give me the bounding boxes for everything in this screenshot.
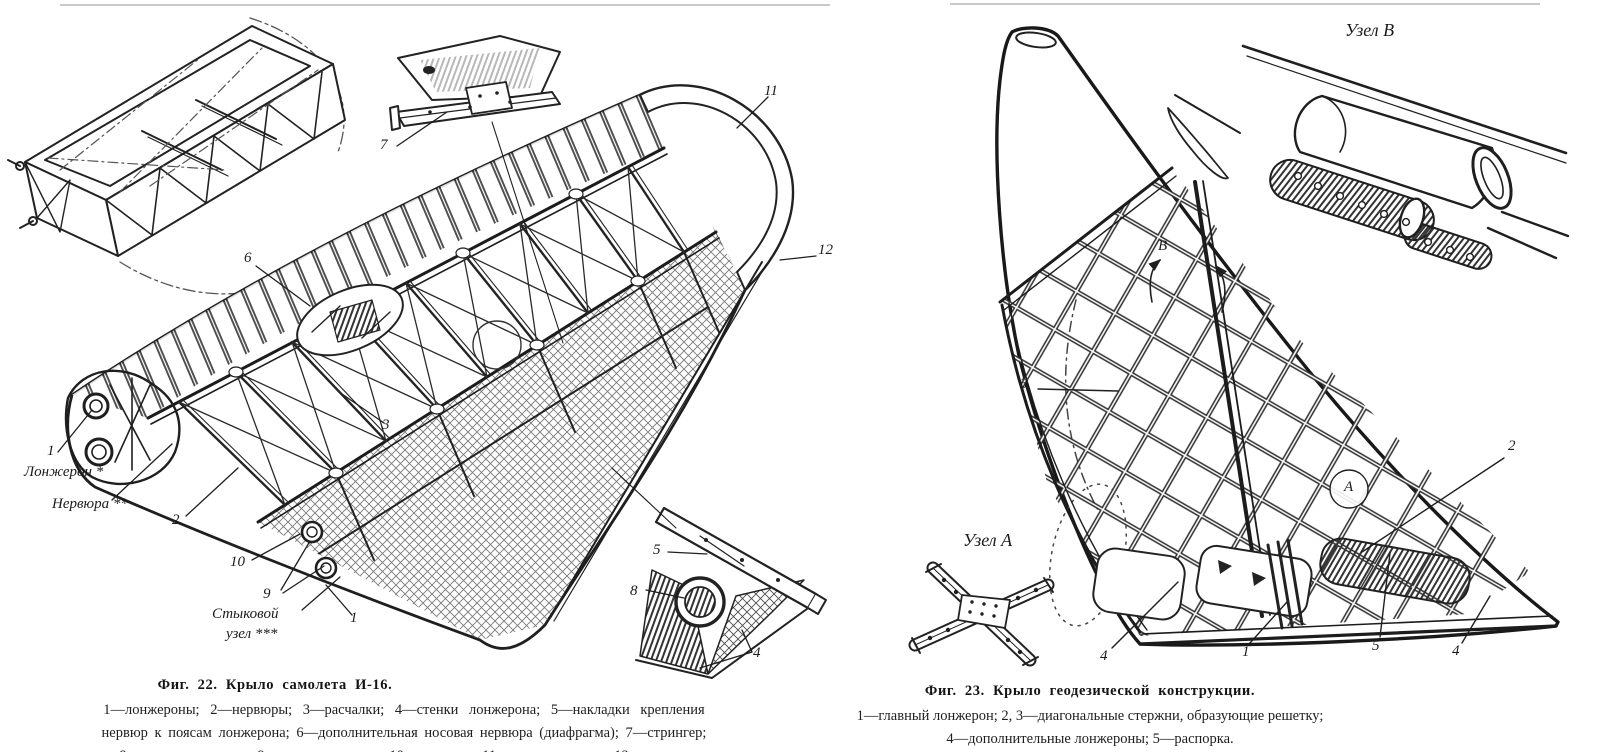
callout-5-right: 5 <box>1372 638 1380 654</box>
fig23-legend: 1—главный лонжерон; 2, 3—диагональные ст… <box>850 705 1330 751</box>
callout-2-right: 2 <box>1508 438 1516 454</box>
fig22-legend-line-1: 1—лонжероны; 2—нервюры; 3—расчалки; 4—ст… <box>103 702 705 718</box>
fig23-caption: Фиг. 23. Крыло геодезической конструкции… <box>924 683 1256 699</box>
scan-edge-artifacts <box>60 3 1540 6</box>
fig22-drawing <box>7 17 827 679</box>
wing-root-members <box>1092 537 1471 630</box>
stringer-detail <box>389 35 561 131</box>
callout-spar-word: Лонжерон * <box>24 464 104 480</box>
fig23-drawing <box>908 26 1570 667</box>
wing-structure <box>64 84 795 650</box>
fig22-caption: Фиг. 22. Крыло самолета И-16. <box>157 677 393 693</box>
node-b-label: Узел В <box>1345 20 1395 40</box>
fig23-legend-line-2: 4—дополнительные лонжероны; 5—распорка. <box>946 731 1234 747</box>
callout-2: 2 <box>172 512 180 528</box>
fig23-legend-line-1: 1—главный лонжерон; 2, 3—диагональные ст… <box>856 708 1324 724</box>
callout-5: 5 <box>653 542 661 558</box>
callout-rib-word: Нервюра ** <box>52 496 128 512</box>
node-a-detail <box>908 561 1055 667</box>
callout-1-right: 1 <box>1242 644 1250 660</box>
nose-diaphragm <box>296 283 404 357</box>
callout-12: 12 <box>818 242 833 258</box>
callout-joint-word-2: узел *** <box>226 626 278 642</box>
callout-8: 8 <box>630 583 638 599</box>
callout-10: 10 <box>230 554 245 570</box>
callout-spar-number: 1 <box>47 443 55 459</box>
spar-fitting-detail <box>635 506 827 679</box>
spar-truss-box-detail <box>7 17 346 295</box>
fig22-legend: 1—лонжероны; 2—нервюры; 3—расчалки; 4—ст… <box>8 699 800 752</box>
node-b-detail <box>1174 44 1570 270</box>
callout-6: 6 <box>244 250 252 266</box>
node-b-arrows <box>1148 258 1227 313</box>
callout-11: 11 <box>764 83 778 99</box>
fig22-legend-line-3: 8—пояс лонжерона; 9—стыковые узлы; 10—ко… <box>8 745 800 752</box>
callout-4-left: 4 <box>1100 648 1108 664</box>
callout-3: 3 <box>382 417 390 433</box>
callout-1b: 1 <box>350 610 358 626</box>
callout-4-right: 4 <box>1452 643 1460 659</box>
node-a-label: Узел А <box>963 530 1013 550</box>
callout-A: А <box>1344 479 1354 495</box>
callout-9: 9 <box>263 586 271 602</box>
fig22-legend-line-2: нервюр к поясам лонжерона; 6—дополнитель… <box>101 725 707 741</box>
fig23-leader-lines <box>1037 388 1505 649</box>
callout-7: 7 <box>380 137 388 153</box>
wing-root-section <box>64 369 181 485</box>
fig22-leader-lines <box>57 96 817 669</box>
callout-B: В <box>1158 238 1168 254</box>
callout-4: 4 <box>753 645 761 661</box>
callout-3-right: 3 <box>1020 376 1028 392</box>
callout-joint-word-1: Стыковой <box>212 606 279 622</box>
